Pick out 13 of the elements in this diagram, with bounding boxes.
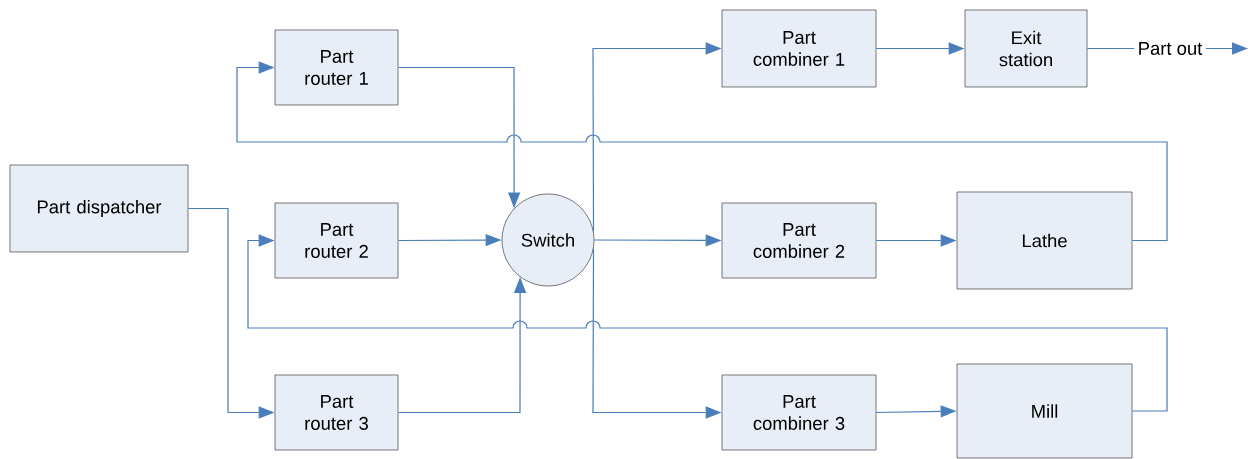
process-box: Part dispatcher (9, 164, 189, 253)
process-box: Exit station (964, 9, 1088, 88)
process-box: Mill (956, 363, 1133, 459)
process-box: Lathe (956, 191, 1133, 290)
process-box: Part router 3 (274, 374, 399, 451)
arrow (236, 61, 1168, 242)
process-box: Part router 2 (274, 202, 399, 279)
process-box: Part combiner 3 (721, 374, 877, 451)
process-box: Part router 1 (274, 29, 399, 106)
process-box: Part combiner 1 (721, 9, 877, 88)
arrow (247, 234, 1168, 412)
edge-label: Part out (1134, 38, 1206, 59)
process-box: Part combiner 2 (721, 202, 877, 279)
